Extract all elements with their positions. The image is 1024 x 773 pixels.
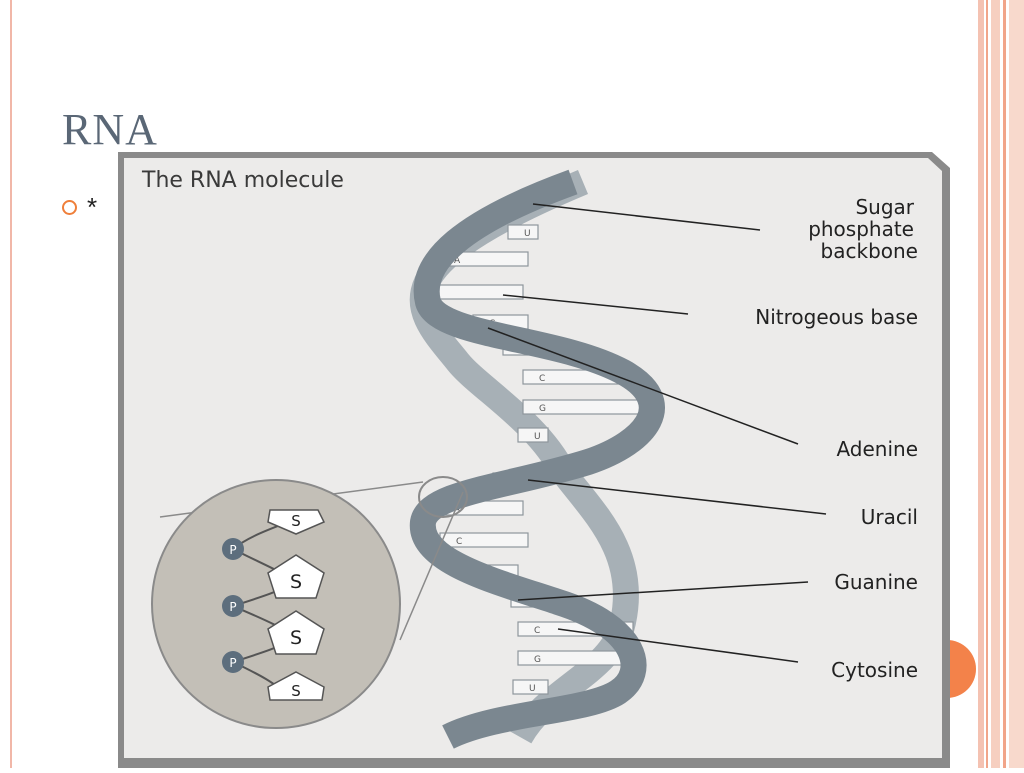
base-rung <box>517 427 549 443</box>
label-uracil: Uracil <box>861 505 918 529</box>
sugar-label: S <box>291 512 301 530</box>
phosphate-label: P <box>229 543 236 557</box>
base-rung <box>512 679 549 695</box>
base-rung <box>439 532 529 548</box>
phosphate-circle <box>222 651 244 673</box>
base-letter: A <box>454 505 461 515</box>
phosphate-circle <box>222 538 244 560</box>
slide-title: RNA <box>62 105 158 154</box>
sugar-pentagon <box>267 610 325 655</box>
base-letter: A <box>454 256 461 266</box>
base-letter: C <box>456 537 462 547</box>
label-cytosine: Cytosine <box>831 658 918 682</box>
label-backbone-line-1: Sugar <box>855 195 914 219</box>
bullet-text: * <box>87 192 98 222</box>
bullet-item: * <box>62 192 97 223</box>
base-letter: U <box>534 432 541 442</box>
leader-line-base <box>502 294 689 315</box>
base-letter: G <box>534 655 541 665</box>
leader-line-cytosine <box>557 628 799 663</box>
leader-line-uracil <box>527 479 827 515</box>
sugar-pentagon <box>267 554 325 599</box>
right-deco-stripe <box>991 0 1000 768</box>
helix-front-strand <box>409 169 665 749</box>
sugar-label: S <box>291 682 301 700</box>
inset-circle <box>151 479 401 729</box>
label-backbone-line-3: backbone <box>821 239 918 263</box>
base-letter: U <box>524 229 531 239</box>
leader-line-backbone <box>532 203 761 231</box>
right-deco-stripe <box>1009 0 1024 768</box>
label-backbone-line-2: phosphate <box>808 217 914 241</box>
sugar-pentagon <box>267 671 325 701</box>
right-deco-stripe <box>1003 0 1006 768</box>
base-letter: C <box>534 626 540 636</box>
base-letter: G <box>539 404 546 414</box>
phosphate-circle <box>222 595 244 617</box>
leader-line-adenine <box>487 327 799 445</box>
base-letter: C <box>539 374 545 384</box>
label-adenine: Adenine <box>836 437 918 461</box>
leader-lines <box>487 203 827 663</box>
inset-source-ring <box>418 476 468 518</box>
slide-border-left <box>10 0 12 768</box>
sugar-label: S <box>290 571 302 593</box>
label-nitrogeous-base: Nitrogeous base <box>755 305 918 329</box>
right-deco-stripe <box>978 0 984 768</box>
sugar-pentagon <box>267 509 326 535</box>
inset-connector <box>399 491 464 641</box>
base-rung <box>507 224 539 240</box>
leader-line-guanine <box>517 581 809 601</box>
inset-chain: S S S S P P P <box>222 509 326 701</box>
phosphate-label: P <box>229 600 236 614</box>
diagram-title: The RNA molecule <box>141 168 344 193</box>
right-deco-stripe <box>986 0 988 768</box>
bullet-ring-icon <box>62 200 77 215</box>
label-guanine: Guanine <box>834 570 918 594</box>
sugar-label: S <box>290 627 302 649</box>
base-rung <box>437 284 524 300</box>
phosphate-label: P <box>229 656 236 670</box>
base-letter: U <box>529 684 536 694</box>
